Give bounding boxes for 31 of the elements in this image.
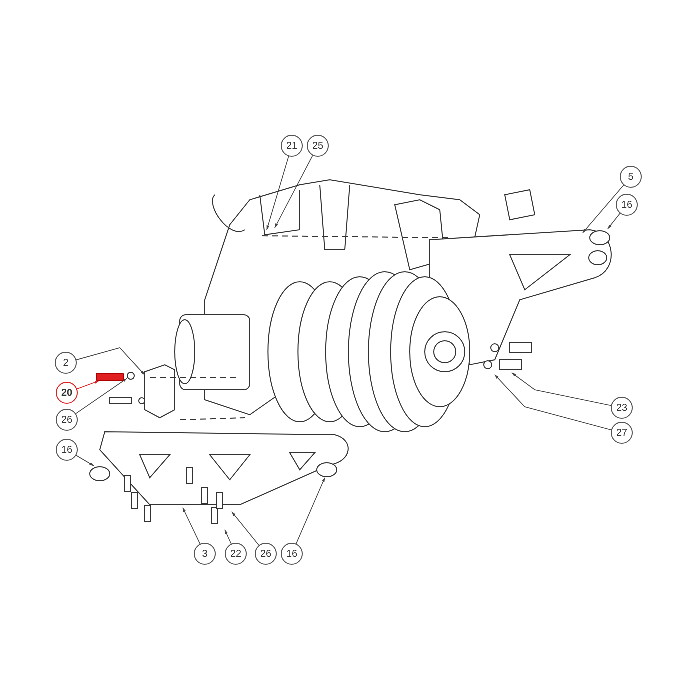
callout-number: 27 xyxy=(611,422,633,444)
washer xyxy=(127,372,135,380)
callout-number: 2 xyxy=(55,352,77,374)
leader-line xyxy=(608,213,621,230)
callout-number: 3 xyxy=(194,543,216,565)
leader-line xyxy=(232,512,260,546)
callout-number: 16 xyxy=(56,439,78,461)
leader-line xyxy=(76,348,146,376)
leader-line xyxy=(582,184,624,234)
callout-number: 25 xyxy=(307,135,329,157)
leader-line xyxy=(494,374,612,431)
mounting-bracket xyxy=(144,364,176,419)
callout-number: 16 xyxy=(616,194,638,216)
bolt xyxy=(96,373,124,381)
leader-line xyxy=(296,478,326,544)
callout-number: 23 xyxy=(611,397,633,419)
leader-line xyxy=(274,155,314,228)
leader-line xyxy=(512,372,612,406)
leader-line xyxy=(182,508,201,544)
callout-number: 26 xyxy=(56,409,78,431)
callout-number: 21 xyxy=(281,135,303,157)
callout-number: 16 xyxy=(281,543,303,565)
leader-line xyxy=(76,378,128,414)
callout-number: 22 xyxy=(225,543,247,565)
leader-line xyxy=(76,380,100,390)
leader-line xyxy=(224,530,232,544)
callout-number: 26 xyxy=(255,543,277,565)
leader-line xyxy=(76,455,94,466)
callout-number: 20 xyxy=(56,382,78,404)
leader-line xyxy=(266,156,290,230)
callout-number: 5 xyxy=(620,166,642,188)
